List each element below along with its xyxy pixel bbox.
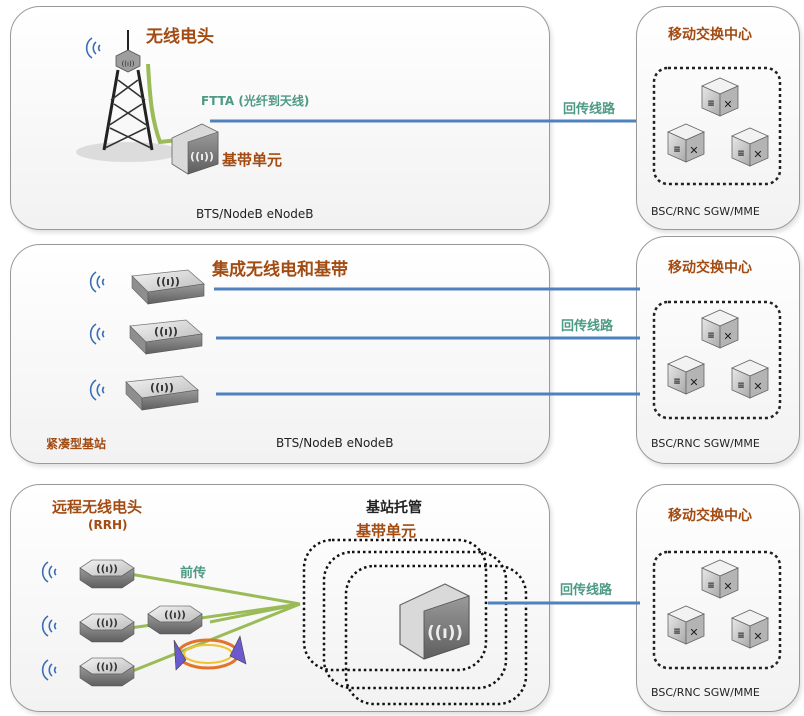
panel-msc-3 [636, 484, 800, 712]
radio-head-label: 无线电头 [146, 27, 214, 47]
fiber-ring-icon [173, 635, 247, 671]
baseband-label: 基带单元 [356, 522, 417, 540]
compact-base-station-icon [129, 319, 203, 355]
signal-wave-icon [89, 271, 105, 293]
msc-boundary-3 [652, 550, 782, 670]
compact-label: 紧凑型基站 [46, 437, 107, 451]
msc-boundary-1 [652, 66, 782, 186]
router-icon [667, 123, 705, 163]
switch-icon [701, 309, 739, 349]
rrh-unit-icon [79, 559, 135, 589]
msc-label: BSC/RNC SGW/MME [651, 686, 760, 699]
backhaul-label: 回传线路 [560, 583, 613, 598]
msc-title: 移动交换中心 [668, 508, 752, 524]
rrh-unit-icon [147, 605, 203, 635]
panel-msc-1 [636, 6, 800, 230]
router-icon [667, 605, 705, 645]
ftta-label: FTTA (光纤到天线) [201, 94, 310, 108]
panel-ftta [10, 6, 550, 230]
msc-title: 移动交换中心 [668, 27, 752, 43]
msc-label: BSC/RNC SGW/MME [651, 437, 760, 450]
signal-wave-icon [89, 323, 105, 345]
backhaul-label: 回传线路 [563, 102, 616, 117]
ftta-fiber-line [146, 63, 179, 145]
router-icon [667, 355, 705, 395]
rrh-label: 远程无线电头 [52, 498, 143, 516]
compact-base-station-icon [131, 269, 205, 305]
switch-icon [701, 77, 739, 117]
msc-title: 移动交换中心 [668, 260, 752, 276]
msc-boundary-2 [652, 300, 782, 420]
rrh-unit-icon [79, 657, 135, 687]
panel-compact [10, 244, 550, 464]
switch-icon [731, 359, 769, 399]
signal-wave-icon [41, 659, 57, 681]
hosting-boundary [302, 538, 528, 706]
switch-icon [731, 609, 769, 649]
bts-label: BTS/NodeB eNodeB [196, 207, 314, 221]
switch-icon [701, 559, 739, 599]
baseband-unit-icon [399, 583, 470, 660]
hosting-label: 基站托管 [366, 500, 422, 516]
signal-wave-icon [41, 615, 57, 637]
rrh-sub-label: (RRH) [88, 518, 128, 532]
backhaul-label: 回传线路 [561, 319, 614, 334]
rrh-unit-icon [79, 613, 135, 643]
svg-text:((ı)): ((ı)) [122, 60, 135, 68]
signal-wave-icon [89, 379, 105, 401]
cell-tower-icon: ((ı)) [76, 30, 180, 162]
baseband-label: 基带单元 [222, 151, 283, 169]
baseband-unit-icon [171, 123, 219, 175]
msc-label: BSC/RNC SGW/MME [651, 205, 760, 218]
integrated-label: 集成无线电和基带 [212, 260, 348, 280]
signal-wave-icon [85, 37, 101, 59]
fronthaul-label: 前传 [180, 566, 207, 581]
bts-label: BTS/NodeB eNodeB [276, 436, 394, 450]
signal-wave-icon [41, 561, 57, 583]
panel-msc-2 [636, 236, 800, 464]
switch-icon [731, 127, 769, 167]
compact-base-station-icon [125, 375, 199, 411]
